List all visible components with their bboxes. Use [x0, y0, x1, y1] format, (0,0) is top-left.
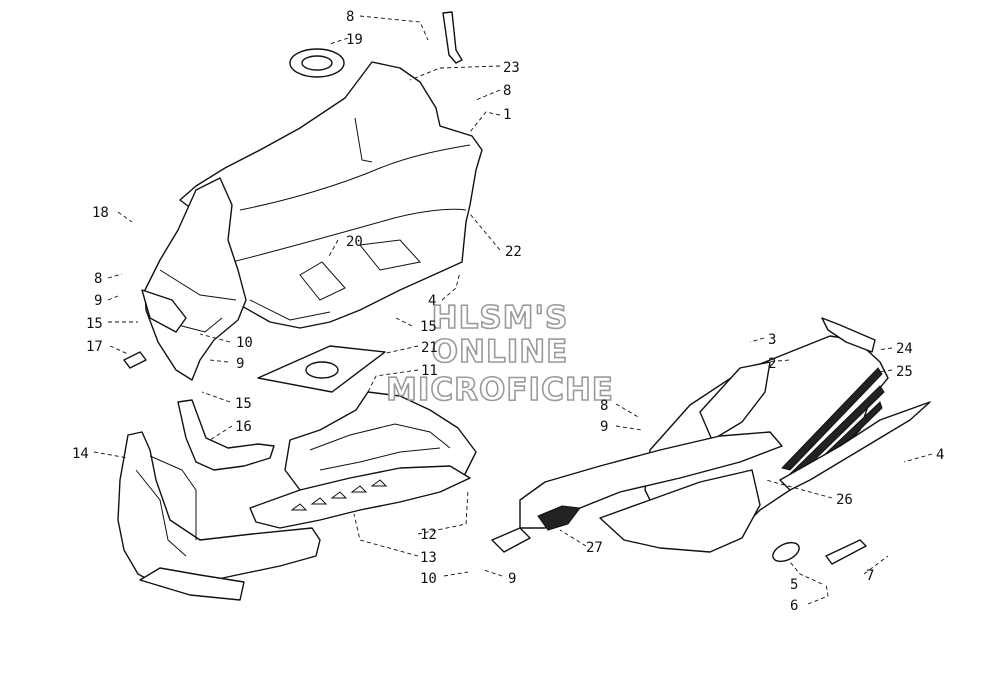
- bumper-part: [117, 431, 321, 587]
- callout-22: 22: [505, 244, 522, 260]
- callout-9-right: 9: [600, 419, 608, 435]
- nose-side-panel-part: [144, 177, 247, 381]
- side-panel-assembly: [491, 317, 931, 565]
- callout-5: 5: [790, 577, 798, 593]
- callout-23: 23: [503, 60, 520, 76]
- callout-9-upper: 9: [236, 356, 244, 372]
- watermark-line-2: ONLINE: [432, 334, 569, 370]
- callout-19: 19: [346, 32, 363, 48]
- callout-9-lower: 9: [508, 571, 516, 587]
- callout-21: 21: [421, 340, 438, 356]
- callout-8-left: 8: [94, 271, 102, 287]
- bumper-liner-part: [139, 567, 245, 601]
- callouts: 8 19 23 8 1 18 20 22 8 9 4 15 15 10 17 2…: [72, 9, 944, 614]
- leader-lines: [93, 15, 933, 605]
- watermark-line-1: HLSM'S: [432, 300, 569, 336]
- callout-12: 12: [420, 527, 437, 543]
- running-board-bracket-part: [491, 527, 531, 553]
- callout-15-lower: 15: [235, 396, 252, 412]
- callout-25: 25: [896, 364, 913, 380]
- callout-14: 14: [72, 446, 89, 462]
- callout-24: 24: [896, 341, 913, 357]
- callout-7: 7: [866, 568, 874, 584]
- callout-27: 27: [586, 540, 603, 556]
- callout-10-upper: 10: [236, 335, 253, 351]
- callout-2: 2: [768, 356, 776, 372]
- callout-17: 17: [86, 339, 103, 355]
- watermark-line-3: MICROFICHE: [386, 372, 614, 408]
- bracket-part: [442, 11, 463, 64]
- callout-20: 20: [346, 234, 363, 250]
- callout-4-hood: 4: [428, 293, 436, 309]
- callout-15-left: 15: [86, 316, 103, 332]
- callout-1: 1: [503, 107, 511, 123]
- watermark: HLSM'S ONLINE MICROFICHE: [385, 299, 614, 409]
- callout-8-right: 8: [600, 398, 608, 414]
- emblem-part: [772, 541, 800, 563]
- belly-pan-assembly: [117, 391, 477, 601]
- callout-9-left: 9: [94, 293, 102, 309]
- skirt-trim-part: [779, 401, 931, 491]
- deflector-part: [177, 399, 275, 471]
- headlight-bezel-part: [141, 289, 187, 333]
- callout-8-top: 8: [346, 9, 354, 25]
- seal-ring-part: [289, 48, 345, 78]
- callout-4-right: 4: [936, 447, 944, 463]
- running-board-vent-part: [537, 505, 581, 531]
- trim-strip-part: [825, 539, 867, 565]
- callout-6: 6: [790, 598, 798, 614]
- clip-part: [123, 351, 147, 369]
- callout-11: 11: [421, 363, 438, 379]
- callout-13: 13: [420, 550, 437, 566]
- callout-15-center: 15: [420, 319, 437, 335]
- skid-plate-part: [249, 465, 471, 529]
- callout-16: 16: [235, 419, 252, 435]
- callout-10-lower: 10: [420, 571, 437, 587]
- callout-3: 3: [768, 332, 776, 348]
- callout-8-hood: 8: [503, 83, 511, 99]
- hood-body-part: [179, 61, 483, 329]
- hood-assembly: [123, 11, 483, 393]
- side-panel-lower-part: [599, 469, 761, 553]
- upper-trim-part: [821, 317, 876, 353]
- callout-26: 26: [836, 492, 853, 508]
- callout-18: 18: [92, 205, 109, 221]
